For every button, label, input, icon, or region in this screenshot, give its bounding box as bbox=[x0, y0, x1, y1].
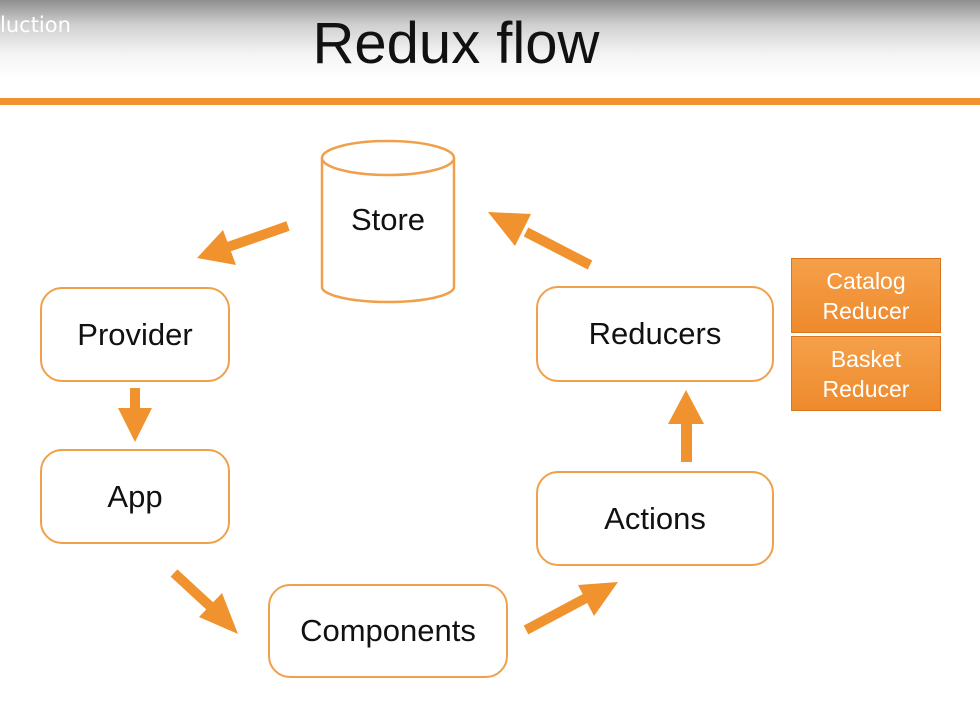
slide-header bbox=[0, 0, 980, 98]
arrow-actions-to-reducers bbox=[668, 390, 704, 462]
node-app: App bbox=[40, 449, 230, 544]
arrow-components-to-actions bbox=[523, 582, 618, 635]
header-accent-rule bbox=[0, 98, 980, 105]
node-provider: Provider bbox=[40, 287, 230, 382]
store-cylinder bbox=[320, 139, 456, 304]
section-label: luction bbox=[0, 13, 71, 37]
node-reducers: Reducers bbox=[536, 286, 774, 382]
node-actions: Actions bbox=[536, 471, 774, 566]
arrow-app-to-components bbox=[170, 569, 238, 634]
arrow-reducers-to-store bbox=[488, 212, 593, 270]
basket-reducer-line1: Basket bbox=[830, 345, 902, 372]
basket-reducer-line2: Reducer bbox=[822, 375, 910, 402]
catalog-reducer-line2: Reducer bbox=[822, 297, 910, 324]
catalog-reducer-line1: Catalog bbox=[826, 267, 906, 294]
catalog-reducer-tag: Catalog Reducer bbox=[791, 258, 941, 333]
basket-reducer-tag: Basket Reducer bbox=[791, 336, 941, 411]
node-components: Components bbox=[268, 584, 508, 678]
page-title: Redux flow bbox=[312, 11, 600, 76]
arrow-provider-to-app bbox=[118, 388, 152, 442]
arrow-store-to-provider bbox=[197, 221, 290, 265]
store-label: Store bbox=[350, 202, 426, 237]
